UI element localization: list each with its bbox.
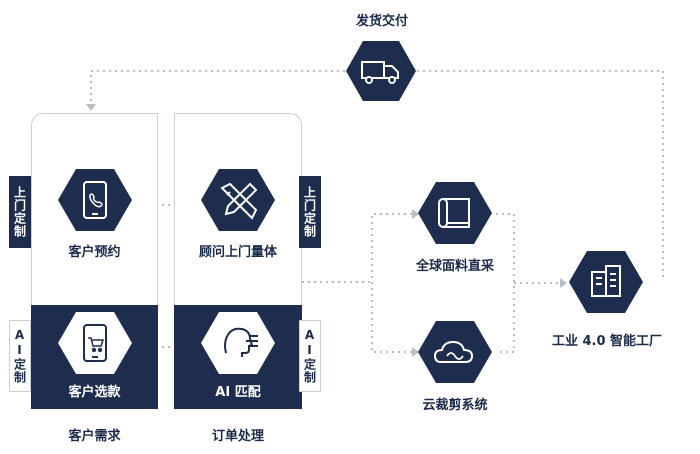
- select-node: [58, 312, 132, 374]
- measure-node: [201, 169, 275, 231]
- side-tag-ai-custom-right: AI定制: [299, 320, 321, 392]
- delivery-node: [346, 41, 416, 101]
- fabric-roll-icon: [438, 198, 470, 228]
- fabric-node: [418, 182, 492, 244]
- cloud-icon: [433, 340, 474, 363]
- side-tag-custom-visit-right: 上门定制: [299, 176, 321, 248]
- order-caption: 订单处理: [211, 429, 264, 444]
- cloud-node: [418, 321, 492, 383]
- ai-head-icon: [224, 327, 258, 357]
- side-tag-ai-custom-left: AI定制: [9, 320, 31, 392]
- delivery-label: 发货交付: [355, 14, 408, 29]
- ai-match-node: [201, 312, 275, 374]
- side-tag-custom-visit-left: 上门定制: [9, 176, 31, 248]
- appointment-node: [58, 169, 132, 231]
- select-label: 客户选款: [68, 385, 121, 400]
- building-icon: [591, 265, 621, 297]
- appointment-label: 客户预约: [68, 245, 121, 260]
- ruler-pencil-icon: [220, 182, 258, 220]
- cart-phone-icon: [83, 324, 107, 362]
- truck-icon: [361, 61, 399, 84]
- ai-match-label: AI 匹配: [215, 385, 261, 400]
- fabric-label: 全球面料直采: [415, 259, 494, 274]
- measure-label: 顾问上门量体: [198, 245, 277, 260]
- factory-node: [569, 251, 643, 313]
- customer-caption: 客户需求: [68, 429, 121, 444]
- factory-label: 工业 4.0 智能工厂: [551, 334, 663, 349]
- cloud-label: 云裁剪系统: [422, 398, 488, 413]
- phone-icon: [83, 181, 107, 219]
